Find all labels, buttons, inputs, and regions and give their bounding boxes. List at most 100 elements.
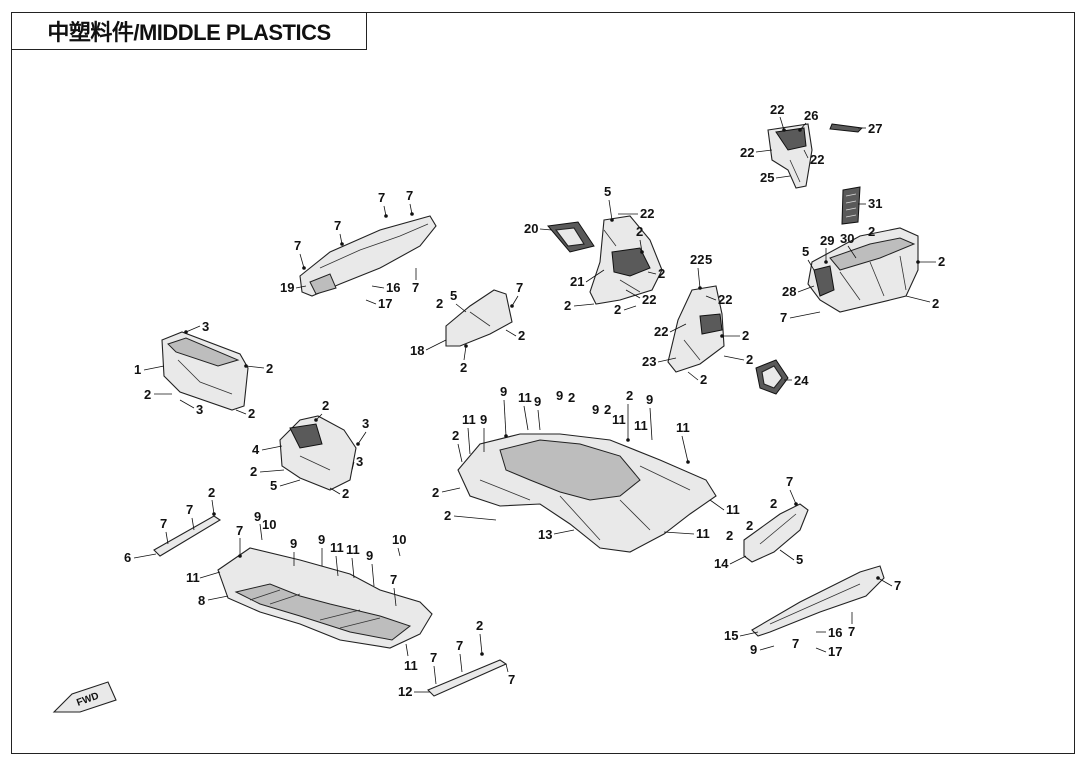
callout-16-b: 16 <box>816 625 842 640</box>
svg-text:7: 7 <box>294 238 301 253</box>
callout-21: 21 <box>570 269 605 289</box>
callout-11-k: 11 <box>404 643 418 673</box>
callout-22-a: 22 <box>770 102 784 131</box>
svg-text:4: 4 <box>252 442 260 457</box>
page-title: 中塑料件/MIDDLE PLASTICS <box>47 20 331 45</box>
part-1-left-panel <box>161 331 249 411</box>
svg-text:8: 8 <box>198 593 205 608</box>
callout-7-e: 7 <box>412 268 419 295</box>
svg-text:9: 9 <box>366 548 373 563</box>
callout-26: 26 <box>799 108 818 131</box>
svg-text:11: 11 <box>676 420 690 435</box>
callout-3-b: 3 <box>179 399 203 417</box>
svg-text:9: 9 <box>318 532 325 547</box>
svg-text:11: 11 <box>186 570 200 585</box>
part-31-grille <box>841 186 861 225</box>
svg-text:2: 2 <box>444 508 451 523</box>
callout-2-a: 2 <box>636 224 643 253</box>
callout-9-b: 9 <box>534 394 541 431</box>
svg-text:7: 7 <box>412 280 419 295</box>
callout-2-console-b: 2 <box>918 254 945 269</box>
svg-text:7: 7 <box>186 502 193 517</box>
svg-text:2: 2 <box>636 224 643 239</box>
svg-text:3: 3 <box>202 319 209 334</box>
callout-5-a: 5 <box>604 184 613 221</box>
callout-10-a: 10 <box>262 517 276 532</box>
svg-text:9: 9 <box>556 388 563 403</box>
callout-24: 24 <box>784 373 809 388</box>
svg-text:2: 2 <box>322 398 329 413</box>
part-12-rail <box>427 659 508 697</box>
callout-3-a: 3 <box>185 319 209 334</box>
part-19-upper-panel <box>299 215 437 297</box>
callout-7-a: 7 <box>378 190 387 217</box>
callout-11-d: 11 <box>634 418 648 433</box>
callout-9-k: 9 <box>750 642 775 657</box>
svg-text:27: 27 <box>868 121 882 136</box>
svg-text:7: 7 <box>334 218 341 233</box>
callout-2-m: 2 <box>235 406 255 421</box>
callout-5-d: 5 <box>270 478 301 493</box>
svg-text:11: 11 <box>696 526 710 541</box>
part-8-floor-tray <box>217 547 433 649</box>
svg-text:22: 22 <box>770 102 784 117</box>
part-23-side-panel <box>667 285 725 373</box>
callout-2-console: 2 <box>868 224 875 239</box>
callout-2-z: 2 <box>208 485 215 515</box>
callout-2-v: 2 <box>444 508 497 523</box>
callout-13: 13 <box>538 527 575 542</box>
svg-text:2: 2 <box>742 328 749 343</box>
callout-12: 12 <box>398 684 430 699</box>
callout-23: 23 <box>642 354 677 369</box>
svg-text:10: 10 <box>262 517 276 532</box>
svg-text:2: 2 <box>518 328 525 343</box>
callout-17-a: 17 <box>365 296 392 311</box>
callout-2-c: 2 <box>564 298 595 313</box>
callout-11-c: 11 <box>612 412 626 427</box>
svg-text:9: 9 <box>750 642 757 657</box>
callout-6: 6 <box>124 550 157 565</box>
callout-5-console: 5 <box>802 244 815 271</box>
svg-text:9: 9 <box>290 536 297 551</box>
callout-2-u: 2 <box>432 485 461 500</box>
svg-text:2: 2 <box>932 296 939 311</box>
part-27-cover <box>829 123 864 133</box>
svg-text:9: 9 <box>254 509 261 524</box>
part-18-bracket-panel <box>445 289 513 347</box>
svg-text:7: 7 <box>236 523 243 538</box>
svg-text:11: 11 <box>330 540 344 555</box>
part-14-side-bracket <box>743 503 809 563</box>
callout-2-x: 2 <box>746 518 753 533</box>
svg-text:7: 7 <box>792 636 799 651</box>
callout-7-l: 7 <box>430 650 437 685</box>
callout-7-m: 7 <box>456 638 463 673</box>
svg-text:5: 5 <box>270 478 277 493</box>
svg-text:11: 11 <box>404 658 418 673</box>
fastener-markers <box>184 128 920 656</box>
svg-text:7: 7 <box>508 672 515 687</box>
svg-text:2: 2 <box>266 361 273 376</box>
svg-text:2: 2 <box>208 485 215 500</box>
svg-text:22: 22 <box>740 145 754 160</box>
callout-8: 8 <box>198 593 229 608</box>
svg-text:30: 30 <box>840 231 854 246</box>
callout-2-i: 2 <box>505 328 525 343</box>
svg-text:22: 22 <box>690 252 704 267</box>
callout-22-b: 22 <box>740 145 773 160</box>
callout-2-g: 2 <box>687 371 707 387</box>
svg-text:2: 2 <box>248 406 255 421</box>
callout-11-e: 11 <box>676 420 690 463</box>
svg-text:10: 10 <box>392 532 406 547</box>
callout-7-c: 7 <box>334 218 343 245</box>
callout-9-f: 9 <box>646 392 653 441</box>
svg-text:13: 13 <box>538 527 552 542</box>
svg-text:22: 22 <box>642 292 656 307</box>
svg-text:11: 11 <box>612 412 626 427</box>
callout-11-f: 11 <box>709 499 740 517</box>
callout-29: 29 <box>820 233 834 262</box>
callout-7-h: 7 <box>160 516 169 545</box>
svg-text:2: 2 <box>342 486 349 501</box>
svg-text:17: 17 <box>378 296 392 311</box>
svg-text:2: 2 <box>476 618 483 633</box>
